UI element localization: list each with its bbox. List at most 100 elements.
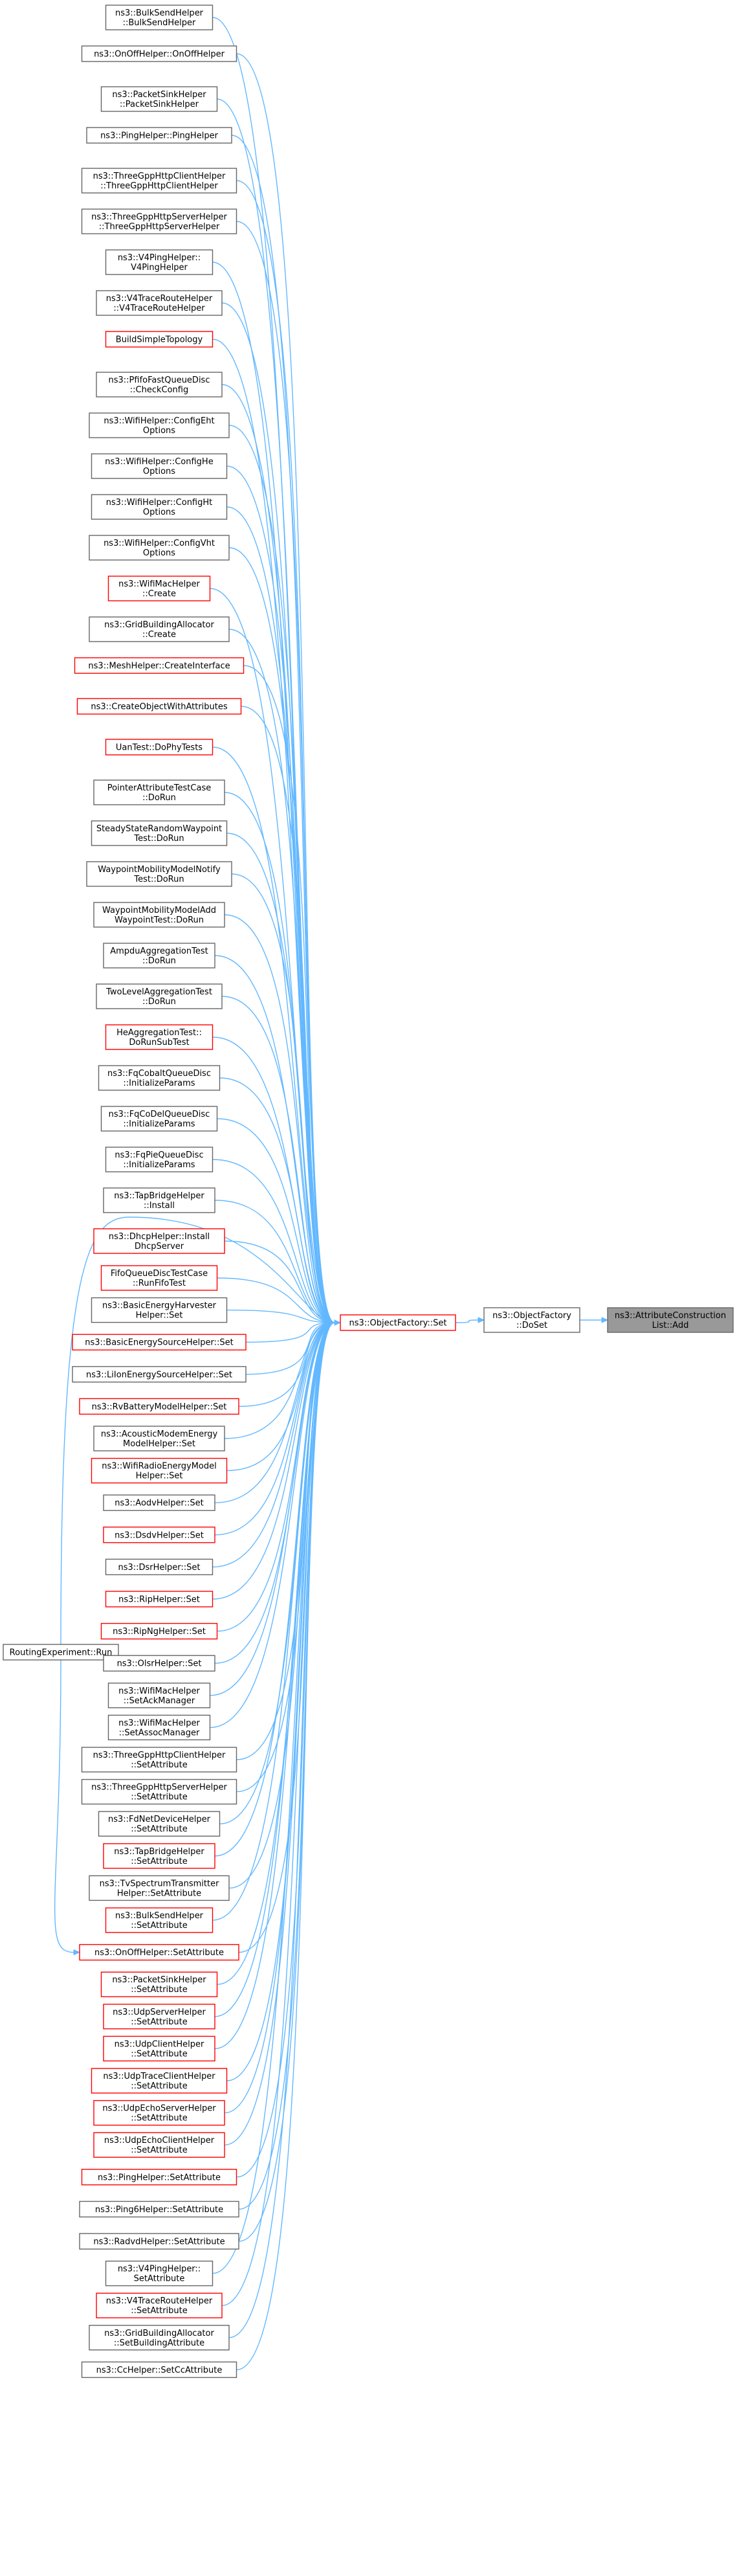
- node-ns3-udpechoclienthelper-setattribute[interactable]: ns3::UdpEchoClientHelper::SetAttribute: [93, 2132, 225, 2158]
- edge-caller-to-set: [210, 588, 335, 1323]
- node-ns3-udpclienthelper-setattribute[interactable]: ns3::UdpClientHelper::SetAttribute: [103, 2035, 215, 2062]
- node-ns3-pinghelper-setattribute[interactable]: ns3::PingHelper::SetAttribute: [81, 2169, 237, 2186]
- edge-caller-to-set: [212, 1322, 335, 1568]
- node-ns3-rvbatterymodelhelper-set[interactable]: ns3::RvBatteryModelHelper::Set: [79, 1398, 239, 1415]
- node-ns3-basicenergysourcehelper-set[interactable]: ns3::BasicEnergySourceHelper::Set: [72, 1334, 247, 1350]
- edge-caller-to-set: [214, 1322, 335, 2017]
- node-label: ns3::WifiMacHelper: [118, 579, 200, 589]
- node-buildsimpletopology[interactable]: BuildSimpleTopology: [105, 331, 214, 348]
- node-label: WaypointTest::DoRun: [115, 915, 204, 925]
- node-label: UanTest::DoPhyTests: [116, 743, 203, 753]
- node-label: RoutingExperiment::Run: [10, 1648, 113, 1658]
- node-label: ns3::AodvHelper::Set: [115, 1499, 203, 1508]
- node-ns3-bulksendhelper-bulksendhelper[interactable]: ns3::BulkSendHelper::BulkSendHelper: [105, 5, 214, 30]
- node-ns3-ripnghelper-set[interactable]: ns3::RipNgHelper::Set: [100, 1622, 218, 1640]
- node-ns3-wifimachelper-create[interactable]: ns3::WifiMacHelper::Create: [107, 576, 211, 601]
- node-twolevelaggregationtest-dorun[interactable]: TwoLevelAggregationTest::DoRun: [96, 983, 223, 1009]
- node-ns3-threegpphttpclienthelper-threegpphttpclienthelper[interactable]: ns3::ThreeGppHttpClientHelper::ThreeGppH…: [81, 168, 237, 194]
- node-ns3-dsrhelper-set[interactable]: ns3::DsrHelper::Set: [105, 1558, 214, 1576]
- edge-caller-to-set: [224, 914, 335, 1323]
- node-ns3-tapbridgehelper-install[interactable]: ns3::TapBridgeHelper::Install: [103, 1187, 215, 1213]
- node-ns3-fqcobaltqueuedisc-initializeparams[interactable]: ns3::FqCobaltQueueDisc::InitializeParams: [98, 1065, 221, 1091]
- edge-caller-to-set: [212, 1322, 335, 1921]
- node-ns3-createobjectwithattributes[interactable]: ns3::CreateObjectWithAttributes: [76, 698, 242, 715]
- node-ns3-cchelper-setccattribute[interactable]: ns3::CcHelper::SetCcAttribute: [81, 2361, 237, 2379]
- node-ns3-objectfactory-set[interactable]: ns3::ObjectFactory::Set: [340, 1314, 456, 1331]
- edge-caller-to-set: [217, 1118, 335, 1323]
- node-ns3-gridbuildingallocator-create[interactable]: ns3::GridBuildingAllocator::Create: [89, 616, 230, 642]
- node-ns3-threegpphttpserverhelper-setattribute[interactable]: ns3::ThreeGppHttpServerHelper::SetAttrib…: [81, 1778, 237, 1805]
- node-ns3-udpechoserverhelper-setattribute[interactable]: ns3::UdpEchoServerHelper::SetAttribute: [93, 2100, 225, 2126]
- node-ns3-tvspectrumtransmitter-helper-setattribute[interactable]: ns3::TvSpectrumTransmitterHelper::SetAtt…: [89, 1875, 230, 1901]
- node-ns3-radvdhelper-setattribute[interactable]: ns3::RadvdHelper::SetAttribute: [79, 2233, 239, 2250]
- node-ns3-udptraceclienthelper-setattribute[interactable]: ns3::UdpTraceClientHelper::SetAttribute: [91, 2068, 228, 2094]
- node-label: ns3::MeshHelper::CreateInterface: [88, 662, 230, 671]
- node-ns3-meshhelper-createinterface[interactable]: ns3::MeshHelper::CreateInterface: [74, 657, 245, 674]
- node-label: WaypointMobilityModelNotify: [98, 865, 221, 875]
- node-ns3-onoffhelper-onoffhelper[interactable]: ns3::OnOffHelper::OnOffHelper: [81, 45, 237, 62]
- edge-caller-to-set: [212, 1322, 335, 1600]
- node-ns3-threegpphttpclienthelper-setattribute[interactable]: ns3::ThreeGppHttpClientHelper::SetAttrib…: [81, 1747, 237, 1773]
- node-ns3-wifimachelper-setassocmanager[interactable]: ns3::WifiMacHelper::SetAssocManager: [107, 1714, 211, 1741]
- node-ampduaggregationtest-dorun[interactable]: AmpduAggregationTest::DoRun: [103, 943, 215, 969]
- node-waypointmobilitymodeladd-waypointtest-dorun[interactable]: WaypointMobilityModelAddWaypointTest::Do…: [93, 902, 225, 928]
- node-ns3-pinghelper-pinghelper[interactable]: ns3::PingHelper::PingHelper: [86, 127, 232, 144]
- edge-arrowhead: [478, 1317, 485, 1323]
- node-fifoqueuedisctestcase-runfifotest[interactable]: FifoQueueDiscTestCase::RunFifoTest: [100, 1265, 218, 1291]
- node-label: ns3::RadvdHelper::SetAttribute: [93, 2237, 225, 2247]
- node-label: ns3::TapBridgeHelper: [114, 1847, 204, 1857]
- node-label: ::InitializeParams: [123, 1160, 195, 1170]
- node-label: ns3::WifiHelper::ConfigEht: [104, 416, 214, 426]
- node-ns3-v4traceroutehelper-v4traceroutehelper[interactable]: ns3::V4TraceRouteHelper::V4TraceRouteHel…: [96, 290, 223, 316]
- node-ns3-tapbridgehelper-setattribute[interactable]: ns3::TapBridgeHelper::SetAttribute: [103, 1843, 215, 1869]
- node-ns3-objectfactory-doset[interactable]: ns3::ObjectFactory::DoSet: [483, 1307, 580, 1333]
- node-routingexperiment-run[interactable]: RoutingExperiment::Run: [3, 1644, 119, 1661]
- node-label: Options: [143, 548, 175, 558]
- node-label: ns3::ThreeGppHttpClientHelper: [93, 172, 226, 181]
- node-heaggregationtest-dorunsubtest[interactable]: HeAggregationTest::DoRunSubTest: [105, 1024, 214, 1050]
- node-ns3-wifimachelper-setackmanager[interactable]: ns3::WifiMacHelper::SetAckManager: [107, 1683, 211, 1708]
- node-label: ::DoRun: [142, 997, 176, 1007]
- node-ns3-gridbuildingallocator-setbuildingattribute[interactable]: ns3::GridBuildingAllocator::SetBuildingA…: [89, 2325, 230, 2351]
- node-ns3-liionenergysourcehelper-set[interactable]: ns3::LiIonEnergySourceHelper::Set: [72, 1366, 247, 1383]
- node-ns3-bulksendhelper-setattribute[interactable]: ns3::BulkSendHelper::SetAttribute: [105, 1907, 214, 1933]
- node-ns3-riphelper-set[interactable]: ns3::RipHelper::Set: [105, 1591, 214, 1607]
- node-ns3-v4traceroutehelper-setattribute[interactable]: ns3::V4TraceRouteHelper::SetAttribute: [96, 2292, 223, 2318]
- node-label: ::SetAttribute: [131, 1824, 188, 1834]
- node-ns3-v4pinghelper-v4pinghelper[interactable]: ns3::V4PingHelper::V4PingHelper: [105, 249, 214, 275]
- node-label: ::SetAttribute: [131, 2049, 188, 2059]
- node-ns3-packetsinkhelper-packetsinkhelper[interactable]: ns3::PacketSinkHelper::PacketSinkHelper: [100, 86, 218, 112]
- node-pointerattributetestcase-dorun[interactable]: PointerAttributeTestCase::DoRun: [93, 779, 225, 805]
- node-label: ns3::GridBuildingAllocator: [104, 620, 214, 630]
- node-ns3-pfifofastqueuedisc-checkconfig[interactable]: ns3::PfifoFastQueueDisc::CheckConfig: [96, 372, 223, 398]
- node-ns3-udpserverhelper-setattribute[interactable]: ns3::UdpServerHelper::SetAttribute: [103, 2004, 215, 2030]
- node-ns3-onoffhelper-setattribute[interactable]: ns3::OnOffHelper::SetAttribute: [79, 1943, 239, 1961]
- node-ns3-olsrhelper-set[interactable]: ns3::OlsrHelper::Set: [103, 1655, 215, 1672]
- node-ns3-dsdvhelper-set[interactable]: ns3::DsdvHelper::Set: [103, 1527, 215, 1543]
- node-ns3-threegpphttpserverhelper-threegpphttpserverhelper[interactable]: ns3::ThreeGppHttpServerHelper::ThreeGppH…: [81, 208, 237, 234]
- node-ns3-ping6helper-setattribute[interactable]: ns3::Ping6Helper::SetAttribute: [79, 2201, 239, 2218]
- edge-caller-to-set: [221, 384, 335, 1323]
- node-ns3-fqcodelqueuedisc-initializeparams[interactable]: ns3::FqCoDelQueueDisc::InitializeParams: [100, 1106, 218, 1132]
- edge-caller-to-set: [221, 996, 335, 1323]
- node-ns3-v4pinghelper-setattribute[interactable]: ns3::V4PingHelper::SetAttribute: [105, 2260, 214, 2287]
- node-uantest-dophytests[interactable]: UanTest::DoPhyTests: [105, 739, 214, 756]
- node-label: ModelHelper::Set: [123, 1439, 195, 1449]
- node-label: ns3::ThreeGppHttpServerHelper: [91, 212, 227, 222]
- node-label: ::ThreeGppHttpClientHelper: [100, 181, 218, 191]
- node-ns3-fqpiequeuedisc-initializeparams[interactable]: ns3::FqPieQueueDisc::InitializeParams: [105, 1147, 214, 1172]
- node-ns3-aodvhelper-set[interactable]: ns3::AodvHelper::Set: [103, 1494, 215, 1511]
- node-ns3-fdnetdevicehelper-setattribute[interactable]: ns3::FdNetDeviceHelper::SetAttribute: [98, 1811, 221, 1837]
- node-ns3-packetsinkhelper-setattribute[interactable]: ns3::PacketSinkHelper::SetAttribute: [100, 1971, 218, 1997]
